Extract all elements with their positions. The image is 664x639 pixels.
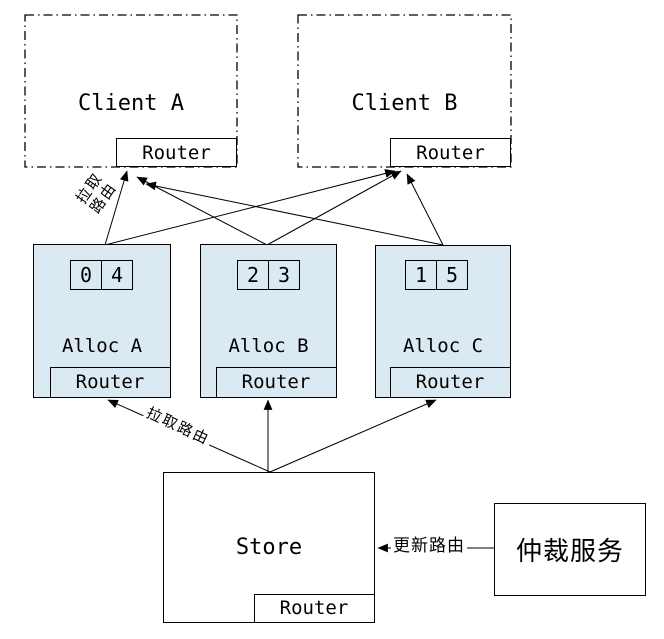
edge-store-to-alloc-c — [269, 399, 437, 473]
alloc-a-router: Router — [49, 366, 171, 398]
client-b-box: Client B — [298, 15, 511, 167]
client-a-router: Router — [116, 138, 237, 167]
edge-alloc-b-to-client-a — [136, 176, 268, 246]
alloc-a-box: 0 4 Alloc A Router — [33, 244, 171, 398]
alloc-a-router-label: Router — [75, 371, 145, 393]
alloc-a-slot-0: 0 — [79, 263, 93, 287]
alloc-b-slots: 2 3 — [237, 260, 300, 290]
alloc-c-box: 1 5 Alloc C Router — [375, 245, 511, 398]
alloc-a-title: Alloc A — [61, 335, 143, 357]
edge-alloc-c-to-client-a — [145, 181, 444, 246]
alloc-c-slot-1: 5 — [436, 261, 467, 289]
alloc-c-title: Alloc C — [402, 335, 484, 357]
store-router-label: Router — [279, 597, 349, 619]
client-a-title: Client A — [78, 91, 184, 116]
alloc-b-router-label: Router — [241, 371, 311, 393]
edge-alloc-a-to-client-b — [104, 169, 396, 246]
alloc-a-slot-1: 4 — [101, 261, 132, 289]
arbiter-box: 仲裁服务 — [494, 503, 646, 596]
alloc-b-router: Router — [215, 366, 337, 398]
alloc-c-router: Router — [389, 366, 511, 398]
arbiter-title: 仲裁服务 — [515, 537, 624, 567]
alloc-c-router-label: Router — [415, 371, 485, 393]
edge-label-update-routes: 更新路由 — [391, 536, 467, 557]
store-router: Router — [253, 593, 375, 623]
client-a-box: Client A — [25, 15, 237, 167]
store-title: Store — [235, 535, 303, 560]
client-b-router-label: Router — [416, 141, 485, 164]
edge-label-store-pull: 拉取路由 — [141, 403, 215, 450]
alloc-c-slot-0: 1 — [414, 263, 428, 287]
edge-label-client-pull: 拉取 路由 — [72, 168, 121, 218]
alloc-b-slot-1: 3 — [268, 261, 299, 289]
alloc-a-slots: 0 4 — [70, 260, 133, 290]
client-a-router-label: Router — [142, 141, 211, 164]
store-box: Store Router — [163, 472, 375, 623]
client-b-title: Client B — [351, 91, 458, 116]
edge-alloc-b-to-client-b — [266, 170, 402, 246]
alloc-b-slot-0: 2 — [246, 263, 260, 287]
edge-alloc-c-to-client-b — [406, 173, 444, 246]
client-b-router: Router — [390, 138, 511, 167]
alloc-b-box: 2 3 Alloc B Router — [200, 244, 337, 398]
alloc-b-title: Alloc B — [228, 335, 309, 357]
alloc-c-slots: 1 5 — [405, 260, 468, 290]
